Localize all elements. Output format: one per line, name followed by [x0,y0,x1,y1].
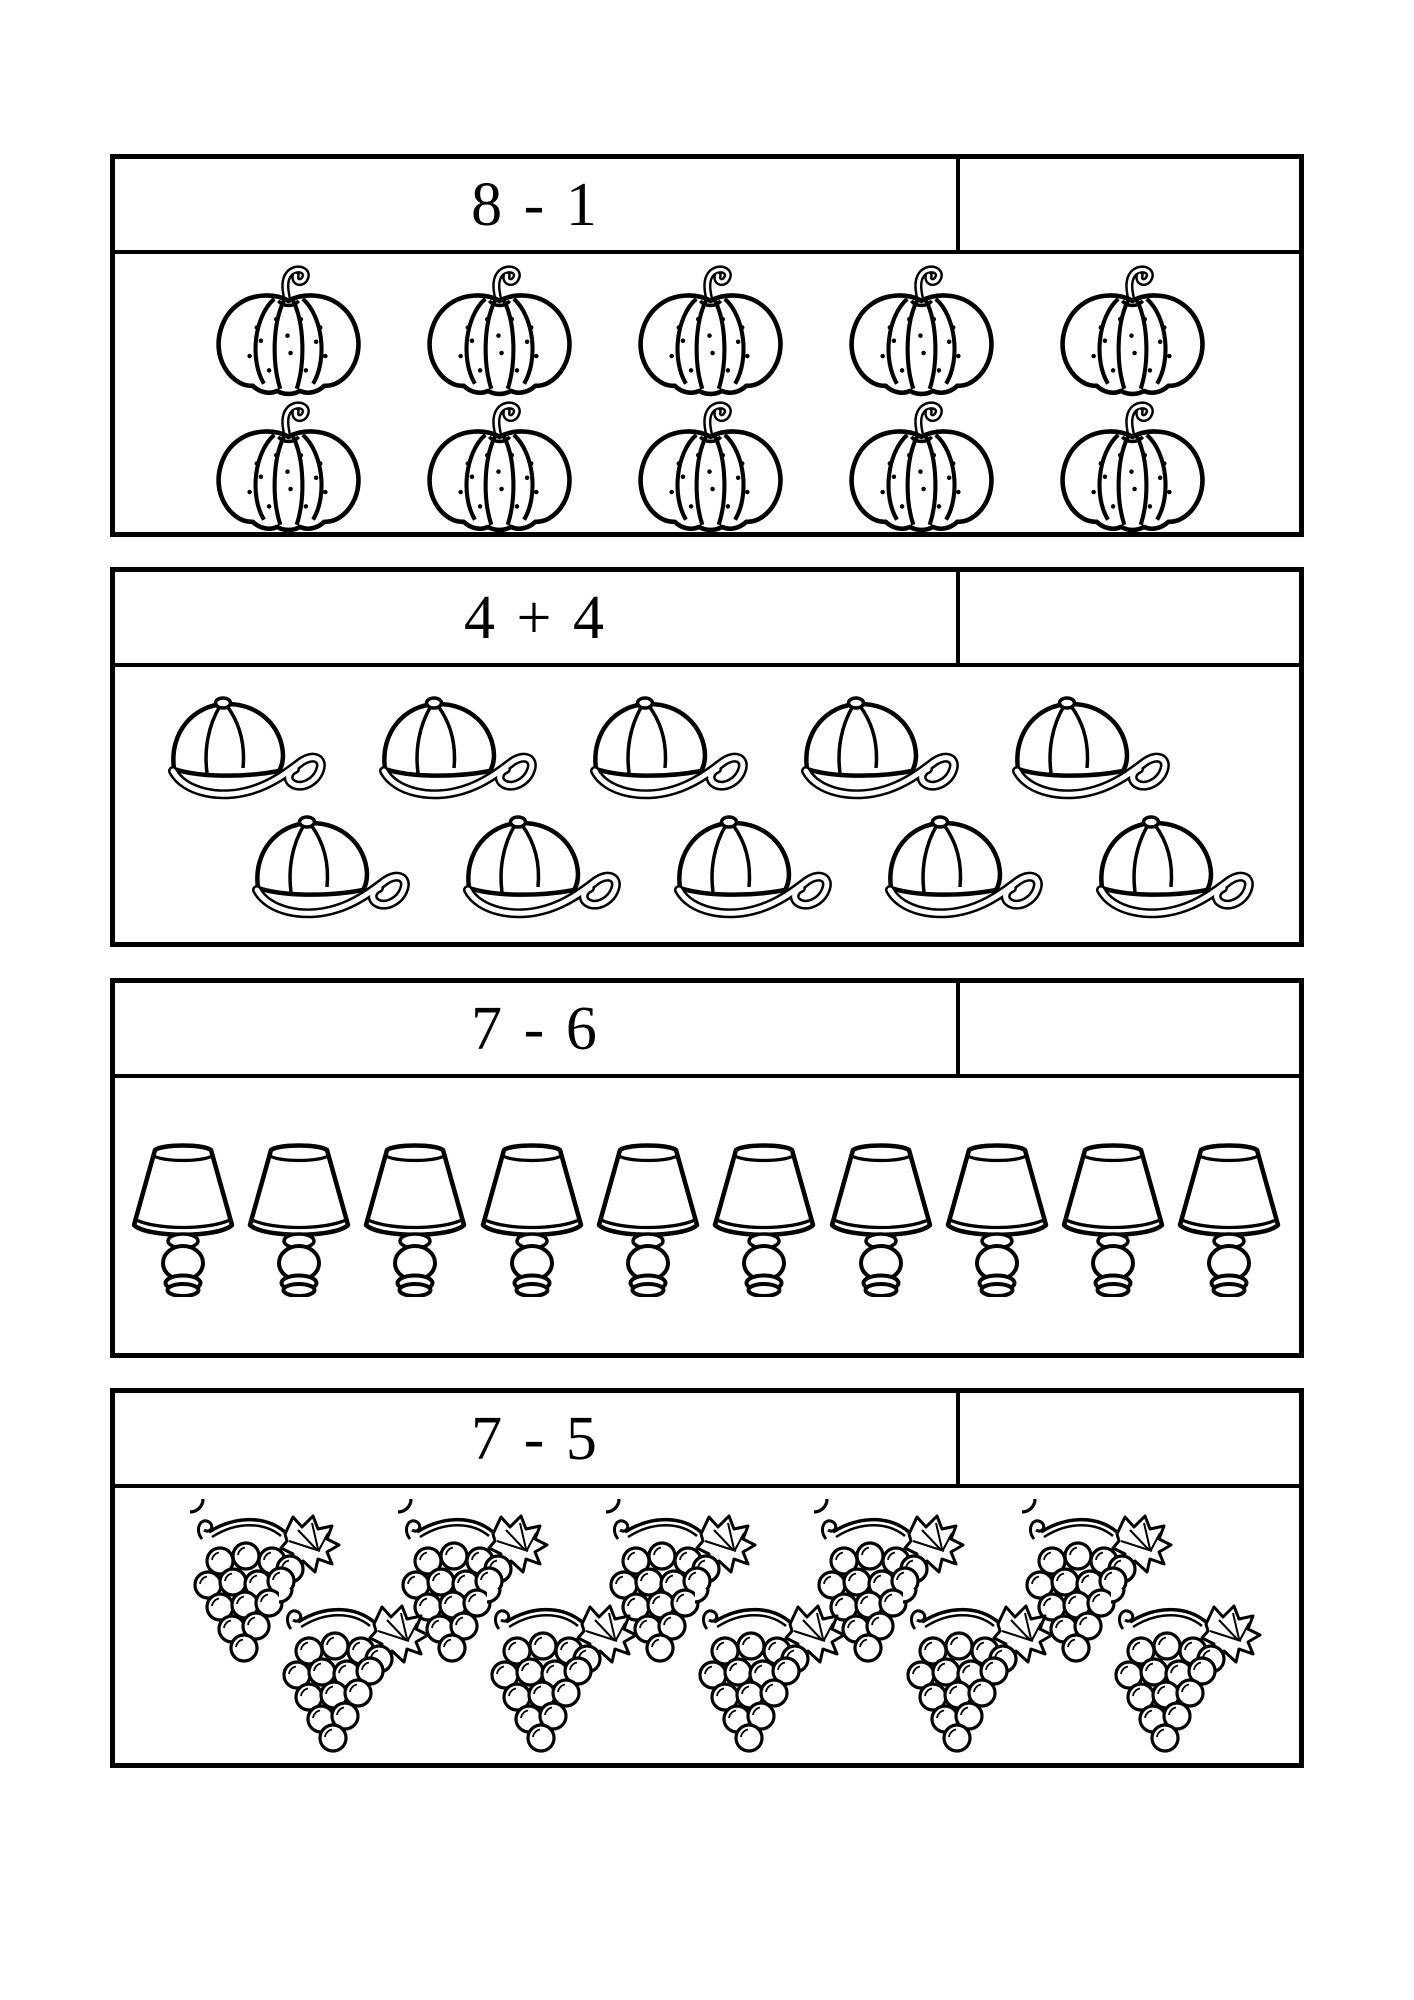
baseball-cap-icon [795,692,960,809]
table-lamp-icon [476,1135,588,1297]
section-1-items [115,254,1299,532]
table-lamp-icon [243,1135,355,1297]
problem-cell-2: 4 + 4 [115,572,960,663]
baseball-cap-icon [584,692,749,809]
table-lamp-icon [592,1135,704,1297]
pumpkin-icon [1039,398,1224,532]
table-lamp-icon [1173,1135,1285,1297]
table-lamp-icon [359,1135,471,1297]
problem-label-2: 4 + 4 [464,583,607,652]
pumpkin-icon [406,398,591,532]
problem-cell-4: 7 - 5 [115,1393,960,1484]
baseball-cap-icon [162,692,327,809]
problem-label-3: 7 - 6 [471,994,600,1063]
pumpkin-icon [195,398,380,532]
grapes-icon [487,1589,639,1757]
section-2-header: 4 + 4 [115,572,1299,667]
pumpkin-icon [1039,262,1224,397]
problem-label-4: 7 - 5 [471,1404,600,1473]
pumpkin-icon [828,262,1013,397]
section-4-items [115,1488,1299,1763]
section-4-header: 7 - 5 [115,1393,1299,1488]
problem-section-3: 7 - 6 [110,978,1304,1358]
section-2-items [115,667,1299,942]
answer-box-4 [960,1393,1299,1484]
section-3-items [115,1078,1299,1353]
problem-section-2: 4 + 4 [110,567,1304,947]
grapes-icon [903,1589,1055,1757]
table-lamp-icon [708,1135,820,1297]
pumpkin-icon [828,398,1013,532]
table-lamp-icon [941,1135,1053,1297]
grapes-icon [695,1589,847,1757]
pumpkin-icon [617,262,802,397]
baseball-cap-icon [373,692,538,809]
pumpkin-icon [617,398,802,532]
problem-cell-3: 7 - 6 [115,983,960,1074]
baseball-cap-icon [1090,811,1255,928]
pumpkin-icon [195,262,380,397]
baseball-cap-icon [457,811,622,928]
baseball-cap-icon [879,811,1044,928]
problem-section-1: 8 - 1 [110,154,1304,537]
problem-section-4: 7 - 5 [110,1388,1304,1768]
answer-box-3 [960,983,1299,1074]
baseball-cap-icon [1006,692,1171,809]
problem-label-1: 8 - 1 [471,170,600,239]
table-lamp-icon [1057,1135,1169,1297]
section-3-header: 7 - 6 [115,983,1299,1078]
baseball-cap-icon [246,811,411,928]
baseball-cap-icon [668,811,833,928]
answer-box-1 [960,159,1299,250]
section-1-header: 8 - 1 [115,159,1299,254]
grapes-icon [279,1589,431,1757]
problem-cell-1: 8 - 1 [115,159,960,250]
answer-box-2 [960,572,1299,663]
grapes-icon [1111,1589,1263,1757]
table-lamp-icon [127,1135,239,1297]
pumpkin-icon [406,262,591,397]
table-lamp-icon [825,1135,937,1297]
